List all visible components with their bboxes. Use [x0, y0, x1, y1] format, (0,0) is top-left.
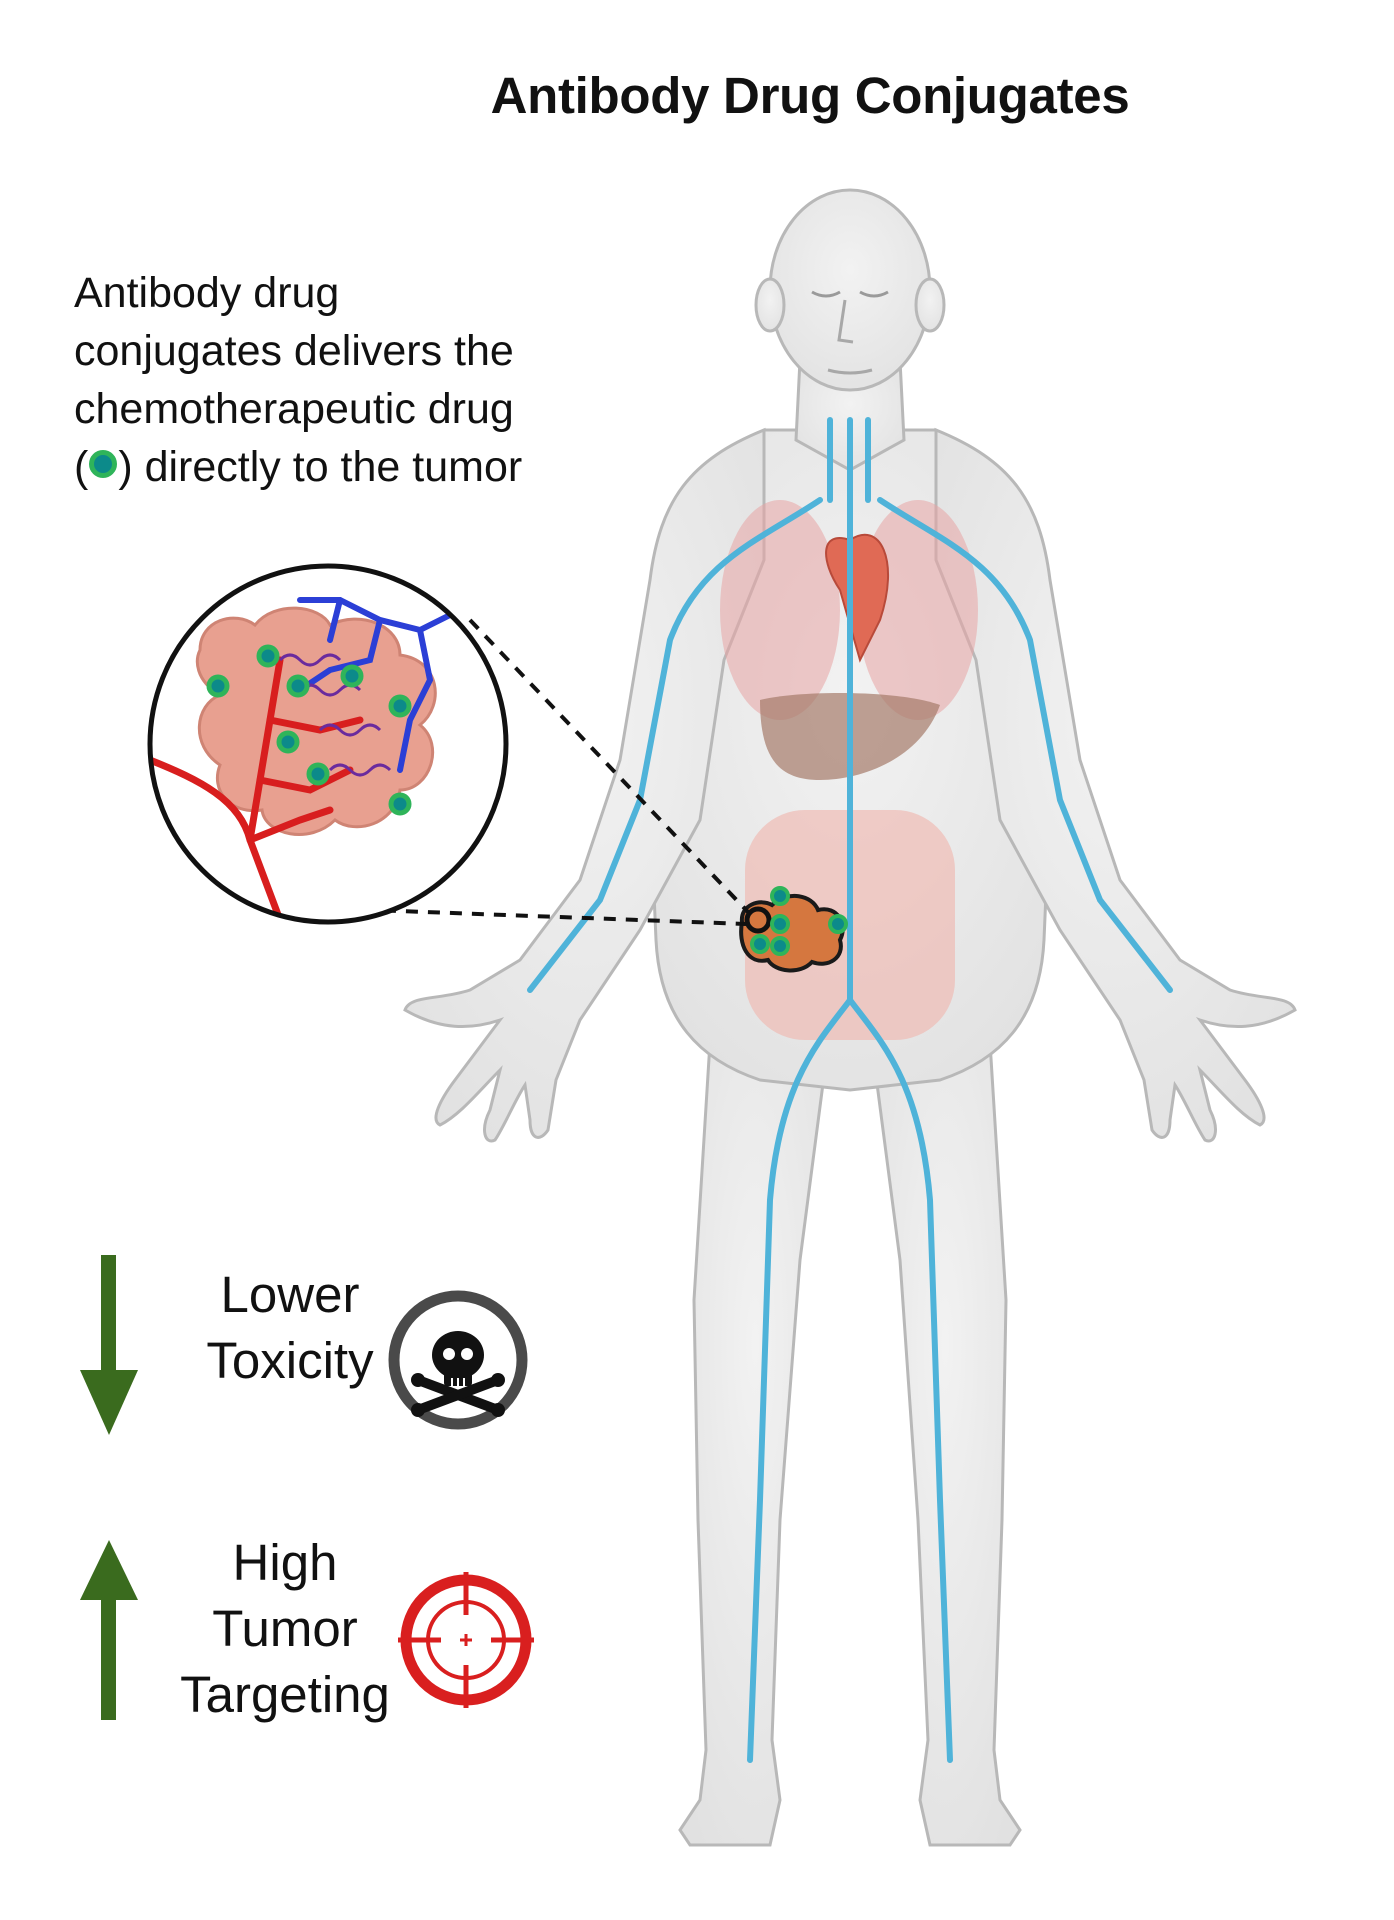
- description-line: Antibody drug: [74, 269, 340, 317]
- left-lung: [720, 500, 840, 720]
- description-line: conjugates delivers the: [74, 327, 514, 375]
- right-lung: [858, 500, 978, 720]
- lower-toxicity-line: Toxicity: [206, 1332, 374, 1389]
- drug-dot: [388, 694, 412, 718]
- description-text: Antibody drug conjugates delivers the ch…: [74, 264, 634, 496]
- drug-dot-icon: [89, 450, 118, 478]
- capillaries: [278, 653, 392, 777]
- heart: [825, 533, 889, 663]
- drug-dot: [750, 934, 770, 954]
- artery-network: [150, 656, 364, 922]
- up-arrow: [80, 1540, 138, 1720]
- description-suffix: ) directly to the tumor: [118, 443, 523, 491]
- drug-dot: [770, 936, 790, 956]
- tumor-targeting-label: High Tumor Targeting: [150, 1530, 420, 1728]
- tumor-in-body: [739, 894, 845, 973]
- tumor-targeting-line: Tumor: [212, 1600, 358, 1657]
- drug-dot: [388, 792, 412, 816]
- drug-dot: [286, 674, 310, 698]
- drug-dot: [206, 674, 230, 698]
- crosshair-target-icon: [398, 1572, 534, 1708]
- lower-toxicity-line: Lower: [220, 1266, 360, 1323]
- drug-dot: [770, 886, 790, 906]
- description-line-drug: ( ) directly to the tumor: [74, 438, 634, 496]
- lower-toxicity-label: Lower Toxicity: [150, 1262, 430, 1394]
- drug-dot: [828, 914, 848, 934]
- drug-dot: [276, 730, 300, 754]
- tumor-targeting-line: High: [232, 1534, 338, 1591]
- description-line: chemotherapeutic drug: [74, 385, 514, 433]
- tumor-zoom-inset: [147, 563, 509, 925]
- description-prefix: (: [74, 443, 89, 491]
- drug-dot: [340, 664, 364, 688]
- drug-dot: [256, 644, 280, 668]
- drug-dot: [306, 762, 330, 786]
- drug-dot: [770, 914, 790, 934]
- zoom-circle-border: [147, 563, 509, 925]
- page-title: Antibody Drug Conjugates: [490, 67, 1130, 124]
- tumor-zoom-marker: [744, 906, 772, 934]
- tumor-targeting-line: Targeting: [180, 1666, 390, 1723]
- zoom-drug-particles: [206, 644, 412, 816]
- blood-vessels: [527, 417, 1173, 1763]
- down-arrow: [80, 1255, 138, 1435]
- drug-particles-in-body: [750, 886, 848, 956]
- skull-crossbones-icon: [388, 1290, 528, 1430]
